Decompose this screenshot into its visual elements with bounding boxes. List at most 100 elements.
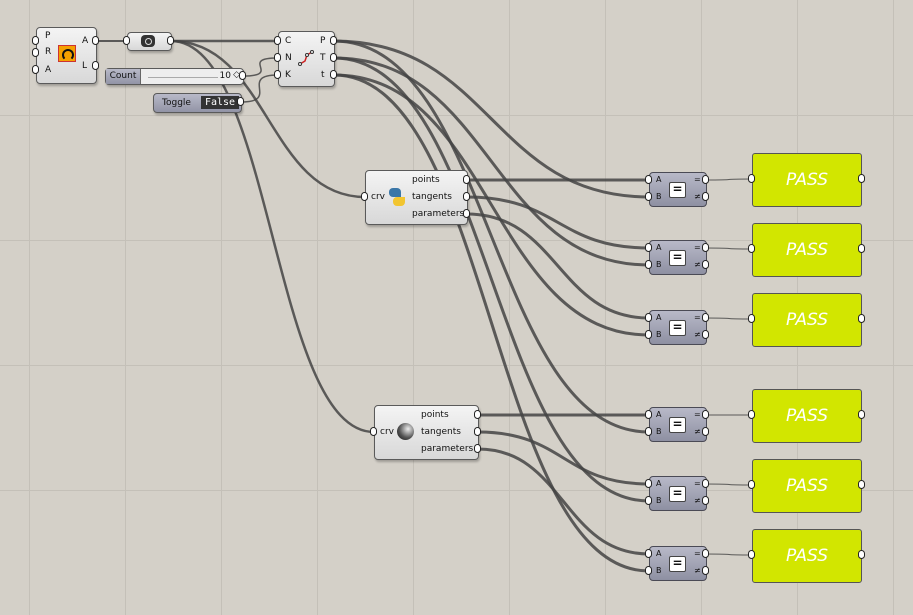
equality-component[interactable]: A B = ≠ = (649, 546, 707, 581)
param-grip[interactable] (858, 550, 865, 559)
arc-component[interactable]: P R A A L (36, 27, 97, 84)
equality-component[interactable]: A B = ≠ = (649, 310, 707, 345)
param-grip[interactable] (748, 174, 755, 183)
param-grip[interactable] (237, 97, 244, 106)
arc-icon (58, 45, 76, 62)
param-grip[interactable] (474, 444, 481, 453)
param-grip[interactable] (645, 427, 652, 436)
python-icon (389, 188, 405, 206)
wire (333, 73, 650, 573)
param-grip[interactable] (645, 410, 652, 419)
param-grip[interactable] (370, 427, 377, 436)
equality-icon: = (669, 320, 686, 336)
pass-panel[interactable]: PASS (752, 459, 862, 513)
count-slider[interactable]: Count 10 ◇ (105, 68, 244, 85)
wire (466, 195, 650, 250)
param-grip[interactable] (330, 36, 337, 45)
boolean-toggle[interactable]: Toggle False (153, 93, 242, 113)
param-grip[interactable] (274, 36, 281, 45)
divide-curve-component[interactable]: C N K P T t (278, 31, 335, 87)
param-grip[interactable] (167, 36, 174, 45)
wire (705, 247, 753, 250)
param-grip[interactable] (748, 480, 755, 489)
wire (477, 430, 650, 486)
param-grip[interactable] (748, 410, 755, 419)
param-grip[interactable] (645, 330, 652, 339)
pass-panel[interactable]: PASS (752, 293, 862, 347)
param-grip[interactable] (702, 427, 709, 436)
param-grip[interactable] (645, 192, 652, 201)
equality-icon: = (669, 486, 686, 502)
param-grip[interactable] (32, 36, 39, 45)
toggle-value[interactable]: False (201, 96, 239, 109)
equality-icon: = (669, 417, 686, 433)
param-grip[interactable] (702, 496, 709, 505)
slider-handle-icon[interactable]: ◇ (233, 70, 240, 80)
param-grip[interactable] (645, 479, 652, 488)
param-grip[interactable] (463, 192, 470, 201)
param-grip[interactable] (645, 313, 652, 322)
wire (705, 483, 753, 486)
python-script-component[interactable]: crv points tangents parameters (365, 170, 468, 225)
pass-panel[interactable]: PASS (752, 223, 862, 277)
param-grip[interactable] (645, 260, 652, 269)
param-grip[interactable] (474, 410, 481, 419)
param-grip[interactable] (32, 65, 39, 74)
param-grip[interactable] (123, 36, 130, 45)
param-grip[interactable] (702, 313, 709, 322)
param-grip[interactable] (702, 260, 709, 269)
param-grip[interactable] (858, 244, 865, 253)
param-grip[interactable] (702, 410, 709, 419)
param-grip[interactable] (702, 566, 709, 575)
param-grip[interactable] (330, 70, 337, 79)
param-grip[interactable] (92, 36, 99, 45)
param-grip[interactable] (474, 427, 481, 436)
param-grip[interactable] (748, 550, 755, 559)
equality-component[interactable]: A B = ≠ = (649, 172, 707, 207)
param-grip[interactable] (239, 71, 246, 80)
param-grip[interactable] (858, 314, 865, 323)
script-component[interactable]: crv points tangents parameters (374, 405, 479, 460)
param-grip[interactable] (463, 209, 470, 218)
wire (333, 39, 650, 434)
param-grip[interactable] (361, 192, 368, 201)
param-grip[interactable] (274, 53, 281, 62)
pass-panel[interactable]: PASS (752, 389, 862, 443)
param-grip[interactable] (645, 549, 652, 558)
param-grip[interactable] (702, 549, 709, 558)
param-grip[interactable] (858, 174, 865, 183)
wire (333, 56, 650, 503)
param-grip[interactable] (748, 314, 755, 323)
wire (466, 212, 650, 320)
param-grip[interactable] (645, 566, 652, 575)
param-grip[interactable] (858, 410, 865, 419)
param-grip[interactable] (858, 480, 865, 489)
param-grip[interactable] (702, 192, 709, 201)
pass-panel[interactable]: PASS (752, 529, 862, 583)
curve-parameter[interactable] (127, 32, 172, 51)
param-grip[interactable] (702, 479, 709, 488)
param-grip[interactable] (702, 243, 709, 252)
param-grip[interactable] (274, 70, 281, 79)
param-grip[interactable] (645, 175, 652, 184)
equality-component[interactable]: A B = ≠ = (649, 240, 707, 275)
pass-panel[interactable]: PASS (752, 153, 862, 207)
equality-icon: = (669, 556, 686, 572)
slider-track[interactable] (148, 77, 218, 78)
wire (333, 73, 650, 337)
param-grip[interactable] (702, 175, 709, 184)
param-grip[interactable] (645, 243, 652, 252)
wire (333, 56, 650, 267)
param-grip[interactable] (463, 175, 470, 184)
param-grip[interactable] (645, 496, 652, 505)
param-grip[interactable] (748, 244, 755, 253)
equality-component[interactable]: A B = ≠ = (649, 407, 707, 442)
param-grip[interactable] (330, 53, 337, 62)
equality-component[interactable]: A B = ≠ = (649, 476, 707, 511)
param-grip[interactable] (32, 48, 39, 57)
param-grip[interactable] (92, 61, 99, 70)
param-grip[interactable] (702, 330, 709, 339)
wire (240, 74, 279, 103)
